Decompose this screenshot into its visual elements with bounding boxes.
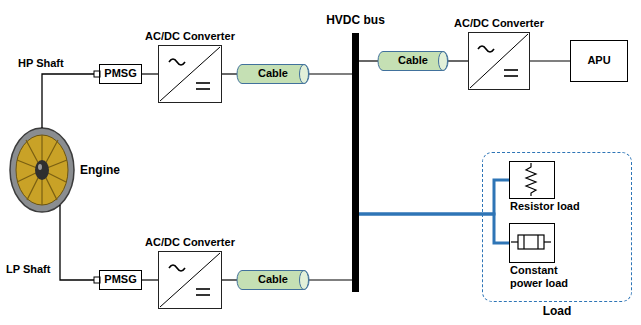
converter-box: AC/DC Converter (468, 32, 530, 90)
node-label: HVDC bus (326, 13, 385, 27)
wire (222, 73, 237, 74)
wire (448, 60, 468, 61)
pmsg-box: PMSG (99, 64, 142, 84)
cable-shape: Cable (237, 64, 309, 84)
node-label: Cable (258, 67, 288, 80)
pmsg-box: PMSG (99, 270, 142, 290)
converter-box: AC/DC Converter (158, 251, 222, 309)
constant-power-symbol (511, 235, 551, 249)
node-label: AC/DC Converter (454, 17, 544, 30)
resistor-symbol (526, 163, 536, 196)
converter-box: AC/DC Converter (158, 45, 222, 103)
engine-illustration (10, 128, 74, 212)
node-label: PMSG (104, 273, 136, 286)
wire (309, 73, 352, 74)
node-label: PMSG (104, 67, 136, 80)
constant-power-load-box: Constant power load (509, 223, 555, 263)
cable-body (378, 52, 448, 71)
node-label: Constant power load (510, 264, 590, 290)
node-label: AC/DC Converter (145, 30, 235, 43)
wire (309, 279, 352, 280)
cable-end (439, 52, 448, 71)
wire (359, 60, 378, 61)
node-label: AC/DC Converter (145, 236, 235, 249)
wire (222, 279, 237, 280)
node-label: Resistor load (510, 200, 580, 213)
shaft-label: HP Shaft (18, 57, 64, 70)
node-label: APU (587, 54, 610, 67)
wire (142, 279, 158, 280)
cable-shape: Cable (237, 270, 309, 290)
engine-label: Engine (80, 163, 120, 177)
load-feeder (359, 180, 509, 214)
node-label: Load (543, 304, 572, 318)
cable-body (237, 271, 309, 290)
converter-symbol (160, 47, 220, 101)
cable-end (300, 271, 309, 290)
node-label: Cable (258, 273, 288, 286)
cable-body (237, 65, 309, 84)
converter-symbol (470, 34, 528, 88)
converter-symbol (160, 253, 220, 307)
cable-shape: Cable (378, 51, 448, 71)
cable-end (300, 65, 309, 84)
load-group: LoadResistor loadConstant power load (482, 152, 632, 302)
load-feeder (359, 214, 509, 243)
wire (530, 60, 570, 61)
shaft-label: LP Shaft (6, 263, 50, 276)
node-label: Cable (398, 54, 428, 67)
apu-box: APU (570, 40, 628, 82)
resistor-load-box: Resistor load (509, 161, 555, 199)
wire (142, 73, 158, 74)
hvdc-bus: HVDC bus (352, 33, 359, 292)
